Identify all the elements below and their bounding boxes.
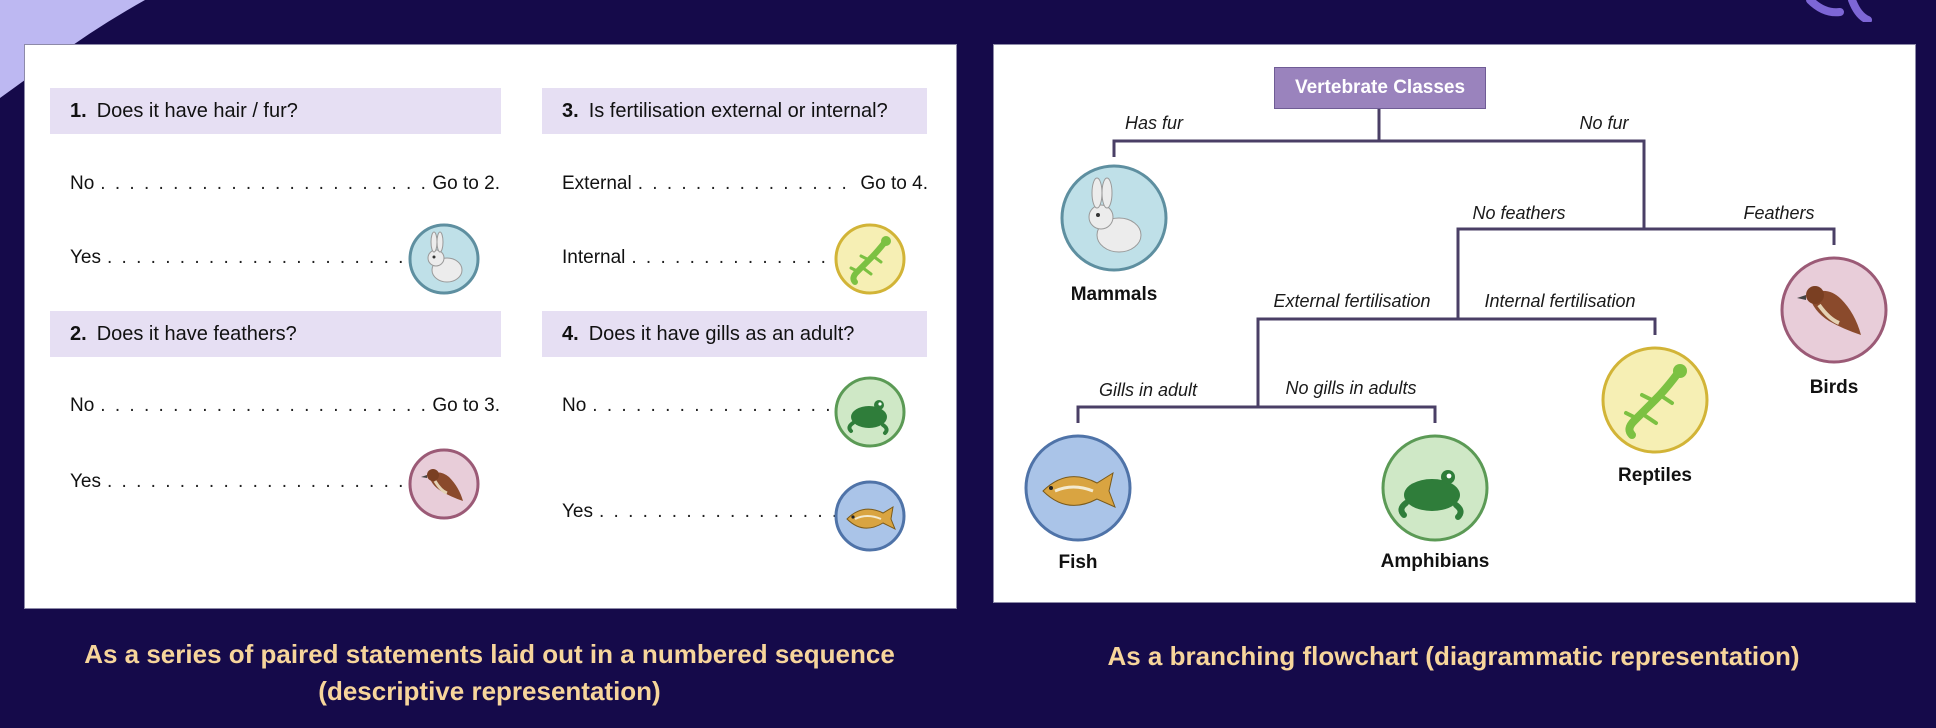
connector-gills [1076, 405, 1437, 423]
goto-text: Go to 2. [432, 173, 500, 194]
amphibian-frog-icon [1381, 434, 1489, 542]
leader-dots [599, 501, 840, 523]
question-number: 1. [70, 99, 87, 122]
question-text: Does it have feathers? [96, 322, 297, 345]
mammal-rabbit-icon [1060, 164, 1168, 272]
option-label: No [70, 395, 95, 416]
q3-external-row: External Go to 4. [562, 169, 928, 199]
option-label: External [562, 173, 632, 194]
branch-gills-in-adult: Gills in adult [1098, 380, 1198, 400]
branch-internal-fertilisation: Internal fertilisation [1484, 291, 1636, 311]
question-number: 2. [70, 322, 87, 345]
right-caption: As a branching flowchart (diagrammatic r… [1107, 641, 1800, 671]
reptile-lizard-icon [1601, 346, 1709, 454]
option-label: Yes [70, 471, 101, 492]
q1-yes-row: Yes [70, 243, 420, 273]
branch-external-fertilisation: External fertilisation [1273, 291, 1431, 311]
leader-dots [631, 247, 840, 269]
question-4-header: 4. Does it have gills as an adult? [542, 311, 927, 357]
leader-dots [100, 395, 426, 417]
connector-feathers [1456, 227, 1836, 319]
bird-icon [408, 448, 480, 520]
class-mammals: Mammals [1070, 284, 1158, 305]
question-number: 4. [562, 322, 579, 345]
option-label: Yes [562, 501, 593, 522]
option-label: No [562, 395, 587, 416]
frog-icon [834, 376, 906, 448]
connector-fertilisation [1256, 317, 1657, 407]
branch-no-feathers: No feathers [1472, 203, 1566, 223]
leader-dots [638, 173, 855, 195]
class-fish: Fish [1058, 552, 1098, 573]
question-2-header: 2. Does it have feathers? [50, 311, 501, 357]
branch-has-fur: Has fur [1124, 113, 1184, 133]
goto-text: Go to 3. [432, 395, 500, 416]
q2-no-row: No Go to 3. [70, 391, 500, 421]
leader-dots [100, 173, 426, 195]
fish-class-icon [1024, 434, 1132, 542]
branch-no-fur: No fur [1579, 113, 1629, 133]
flowchart-title: Vertebrate Classes [1274, 67, 1486, 109]
left-caption: As a series of paired statements laid ou… [84, 639, 895, 706]
goto-text: Go to 4. [860, 173, 928, 194]
class-reptiles: Reptiles [1618, 465, 1692, 486]
question-number: 3. [562, 99, 579, 122]
q3-internal-row: Internal [562, 243, 846, 273]
rabbit-icon [408, 223, 480, 295]
option-label: Internal [562, 247, 626, 268]
fish-icon [834, 480, 906, 552]
q4-no-row: No [562, 391, 846, 421]
flowchart-panel: Vertebrate Classes Has fur No fur No fea… [993, 44, 1916, 603]
question-text: Is fertilisation external or internal? [588, 99, 888, 122]
bird-class-icon [1780, 256, 1888, 364]
question-3-header: 3. Is fertilisation external or internal… [542, 88, 927, 134]
question-text: Does it have hair / fur? [96, 99, 298, 122]
class-birds: Birds [1809, 377, 1859, 398]
leader-dots [107, 471, 414, 493]
question-1-header: 1. Does it have hair / fur? [50, 88, 501, 134]
q4-yes-row: Yes [562, 497, 846, 527]
option-label: No [70, 173, 95, 194]
corner-decoration [0, 0, 145, 98]
lizard-icon [834, 223, 906, 295]
question-text: Does it have gills as an adult? [588, 322, 855, 345]
branch-no-gills-in-adults: No gills in adults [1285, 378, 1417, 398]
leader-dots [592, 395, 840, 417]
dichotomous-key-panel: 1. Does it have hair / fur? No Go to 2. … [24, 44, 957, 609]
q1-no-row: No Go to 2. [70, 169, 500, 199]
flowchart-connectors [1076, 108, 1836, 423]
branch-feathers: Feathers [1743, 203, 1815, 223]
class-amphibians: Amphibians [1380, 551, 1490, 572]
q2-yes-row: Yes [70, 467, 420, 497]
option-label: Yes [70, 247, 101, 268]
leader-dots [107, 247, 414, 269]
connector-fur [1112, 139, 1646, 229]
corner-swirl-decoration [1806, 0, 1872, 22]
